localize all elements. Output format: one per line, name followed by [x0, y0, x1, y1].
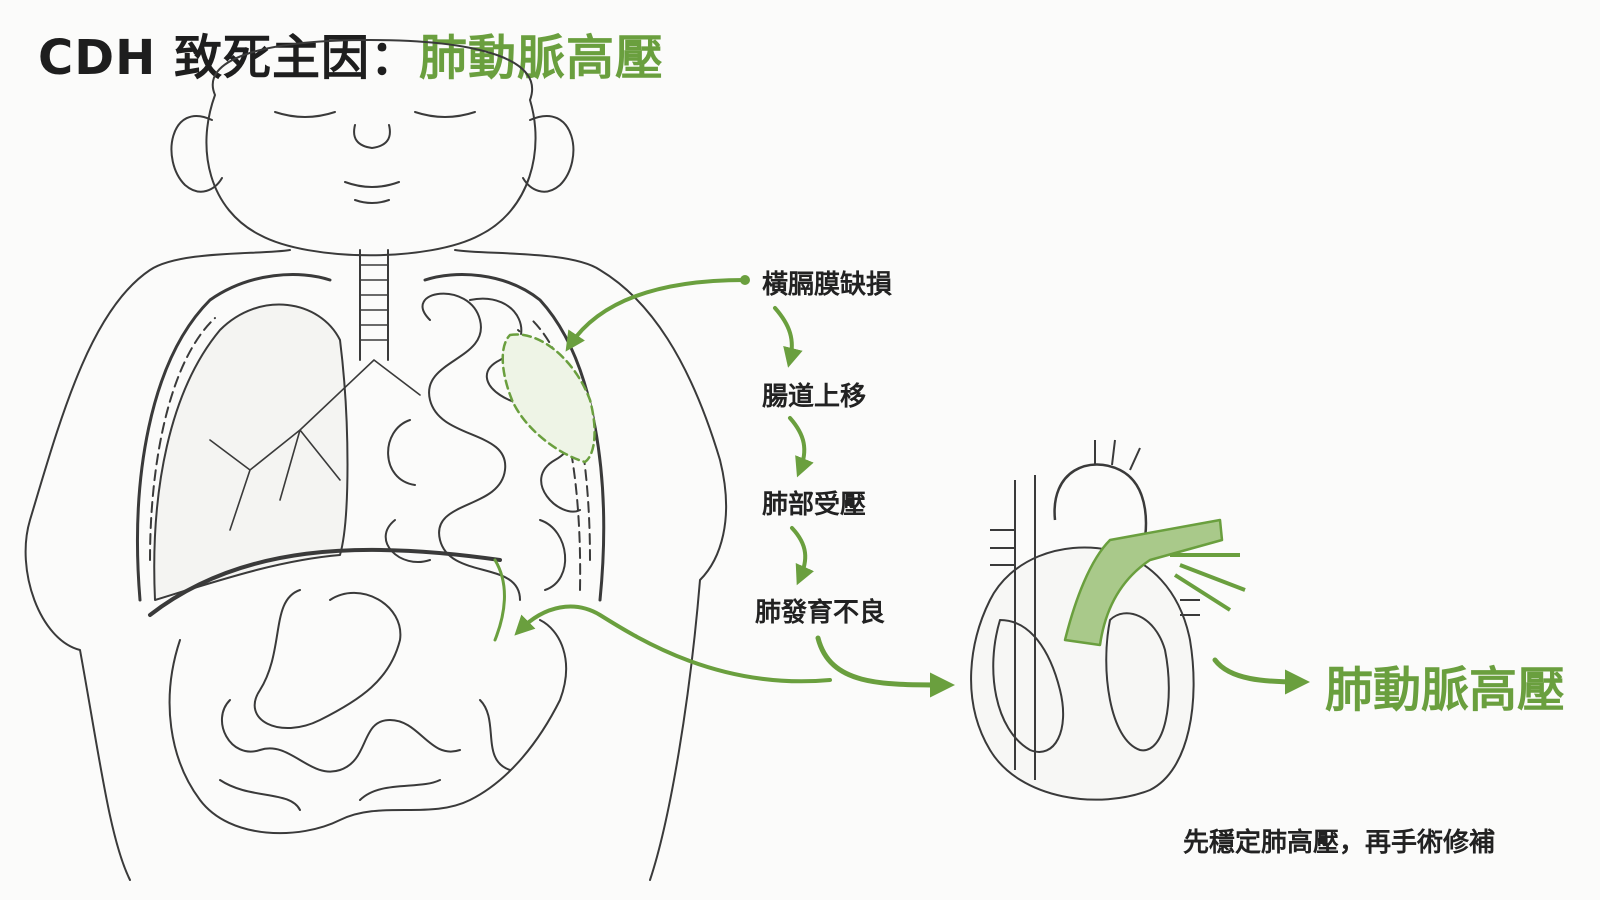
flow-step-1: 橫膈膜缺損	[762, 270, 893, 300]
stomach	[253, 589, 402, 729]
trachea-rings	[359, 264, 389, 341]
right-ear	[522, 115, 575, 193]
lower-intestines	[168, 619, 568, 835]
ventricle-right	[1105, 612, 1170, 752]
vein-stubs	[990, 529, 1200, 616]
flow-step-4: 肺發育不良	[755, 598, 886, 628]
diaphragm	[148, 547, 502, 617]
left-ear	[170, 115, 223, 193]
pulmonary-artery	[1063, 518, 1224, 647]
vena-cava	[1014, 475, 1036, 780]
compressed-lung	[501, 333, 596, 464]
aorta	[1053, 463, 1148, 561]
trachea	[359, 249, 389, 361]
flow-arrows	[514, 275, 1310, 698]
mouth	[344, 181, 400, 188]
defect-arrow	[565, 278, 747, 352]
step-arrow-3	[790, 526, 815, 586]
pulmonary-branches	[1170, 553, 1246, 612]
head-outline	[205, 39, 537, 257]
aorta-branches	[1094, 439, 1141, 471]
flow-step-2: 腸道上移	[762, 382, 867, 412]
heart-illustration	[970, 439, 1246, 801]
result-label: 肺動脈高壓	[1325, 662, 1566, 718]
herniation-path	[493, 558, 506, 642]
gut-arrow	[514, 604, 832, 684]
infant-illustration	[24, 39, 728, 881]
nose	[353, 124, 391, 149]
left-eye	[274, 111, 336, 118]
left-lung	[153, 303, 349, 601]
right-eye	[414, 111, 476, 118]
step-arrow-1	[773, 306, 803, 368]
title-accent: 肺動脈高壓	[418, 30, 664, 86]
treatment-note: 先穩定肺高壓，再手術修補	[1183, 828, 1496, 858]
chin	[354, 199, 390, 204]
rib-cage	[136, 273, 606, 602]
bronchi	[209, 359, 421, 531]
ventricle-left	[992, 619, 1065, 753]
heart-arrow	[815, 635, 955, 698]
heart-outline	[970, 546, 1195, 801]
result-arrow	[1212, 657, 1310, 695]
torso-outline	[24, 249, 728, 881]
flow-step-3: 肺部受壓	[762, 490, 867, 520]
step-arrow-2	[788, 416, 814, 478]
